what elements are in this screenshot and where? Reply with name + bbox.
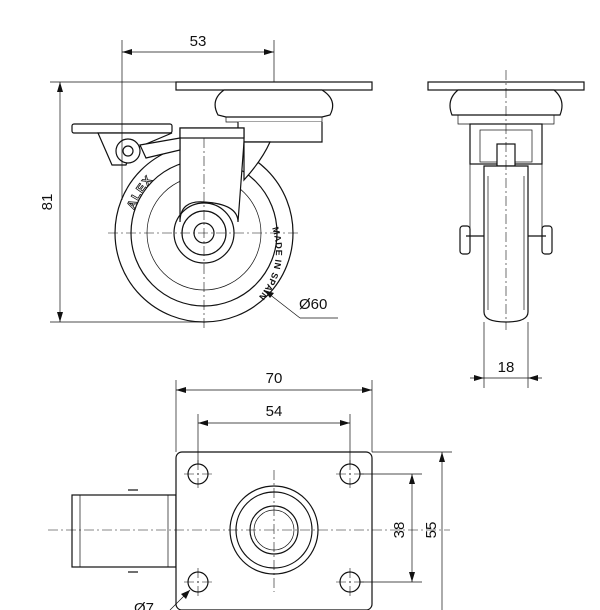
dimension-top-offset: 53: [121, 33, 275, 200]
dimension-total-height: 81: [39, 81, 204, 323]
front-wheel: [483, 165, 529, 323]
dimension-plate-width: 55: [372, 451, 452, 610]
dimension-hole-spacing-width: 38: [360, 473, 422, 583]
side-swivel-housing: [214, 89, 334, 118]
dimension-total-height-label: 81: [39, 194, 56, 211]
side-fork: [179, 127, 245, 223]
dimension-wheel-diameter: Ø60: [263, 289, 338, 319]
dimension-plate-width-label: 55: [423, 522, 440, 539]
dimension-wheel-width: 18: [470, 322, 542, 388]
dimension-top-offset-label: 53: [190, 33, 207, 50]
dimension-plate-length-label: 70: [266, 370, 283, 387]
dimension-hole-diameter: Ø7: [134, 589, 191, 610]
dimension-wheel-width-label: 18: [498, 359, 515, 376]
dimension-wheel-diameter-label: Ø60: [299, 296, 327, 313]
side-view: ALEX MADE IN SPAIN 53 81: [39, 33, 373, 330]
side-top-plate: [175, 81, 373, 91]
front-view: 18: [427, 70, 585, 388]
dimension-hole-spacing-length-label: 54: [266, 403, 283, 420]
dimension-hole-spacing-width-label: 38: [391, 522, 408, 539]
dimension-hole-spacing-length: 54: [197, 403, 351, 464]
dimension-hole-diameter-label: Ø7: [134, 600, 154, 610]
dimension-plate-length: 70: [175, 370, 373, 452]
top-brake-pedal: [71, 494, 177, 568]
front-axle: [459, 225, 471, 255]
top-view: 70 54 38 55: [48, 370, 452, 610]
